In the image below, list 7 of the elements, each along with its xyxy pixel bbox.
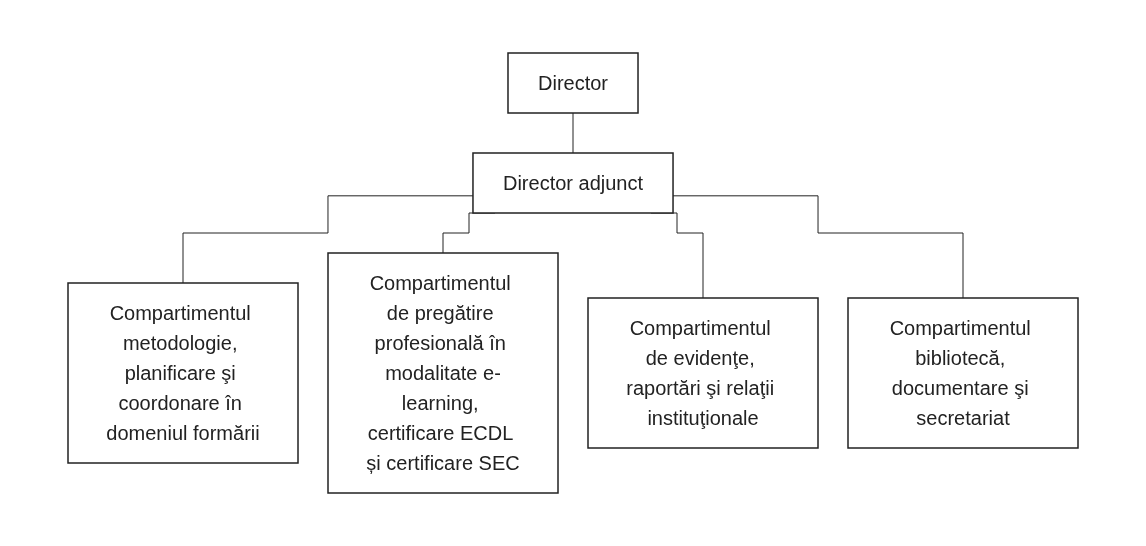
node-box: Director adjunct xyxy=(472,152,674,214)
node-box: Director xyxy=(507,52,639,114)
node-box: Compartimentul de evidenţe, raportări şi relaţii instituţionale xyxy=(587,297,819,449)
node-box: Compartimentul bibliotecă, documentare şi secretariat xyxy=(847,297,1079,449)
node-box: Compartimentul de pregătire profesională în modalitate e-learning, certificare ECDL și certificare SEC xyxy=(327,252,559,494)
connector xyxy=(572,112,574,154)
node-box: Compartimentul metodologie, planificare şi coordonare în domeniul formării xyxy=(67,282,299,464)
